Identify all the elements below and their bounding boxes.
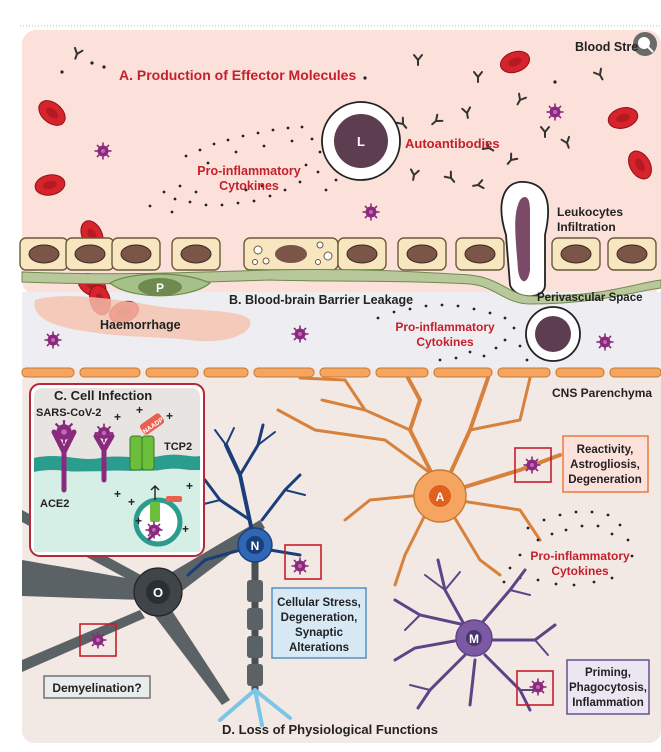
pericyte-label: P — [156, 281, 164, 295]
svg-text:+: + — [136, 403, 143, 417]
cytokines-mid-line1: Pro-inflammatory — [395, 320, 495, 334]
haemorrhage-area — [34, 296, 251, 342]
neuron-box-line3: Synaptic — [295, 627, 344, 639]
micro-box-line3: Inflammation — [572, 697, 644, 709]
cytokines-top-line1: Pro-inflammatory — [197, 164, 301, 178]
svg-text:+: + — [135, 514, 142, 528]
cytokines-top-line2: Cytokines — [219, 179, 279, 193]
astro-virus-box — [514, 447, 552, 483]
autoantibodies-label: Autoantibodies — [405, 136, 500, 151]
myelin-sheath — [247, 580, 263, 686]
neuron-virus-box — [284, 544, 322, 580]
neuron-box-line2: Degeneration, — [281, 612, 358, 624]
svg-text:+: + — [182, 522, 189, 536]
cytokines-mid-line2: Cytokines — [416, 335, 474, 349]
blood-stream-label: Blood Stre — [575, 40, 638, 54]
perivascular-label: Perivascular Space — [537, 292, 643, 304]
microglia-cell — [393, 558, 557, 712]
virus-icon — [88, 630, 108, 650]
svg-text:+: + — [114, 410, 121, 424]
astrocyte-endfeet — [21, 367, 661, 378]
astro-box-line2: Astrogliosis, — [570, 459, 640, 471]
neuron-box-line1: Cellular Stress, — [277, 597, 361, 609]
micro-box-line1: Priming, — [585, 667, 631, 679]
section-d-title: D. Loss of Physiological Functions — [222, 722, 438, 737]
section-c-title: C. Cell Infection — [54, 388, 152, 403]
neuron-effects-box — [271, 587, 367, 659]
perivascular-leukocyte — [525, 306, 581, 362]
zoom-icon[interactable] — [633, 32, 657, 56]
cytokine-dots-mid — [376, 303, 529, 362]
virus-icon — [290, 556, 310, 576]
section-a-title: A. Production of Effector Molecules — [119, 67, 356, 83]
sars-label: SARS-CoV-2 — [36, 407, 101, 419]
neuron-box-line4: Alterations — [289, 642, 349, 654]
endothelial-layer — [19, 237, 657, 271]
cell-infection-inset: NAADP — [29, 383, 205, 557]
micro-box-line2: Phagocytosis, — [569, 682, 647, 694]
demyelination-label: Demyelination? — [52, 681, 141, 695]
astrocyte-cell — [276, 376, 562, 587]
astrocyte-effects-box — [562, 435, 649, 493]
svg-text:+: + — [186, 479, 193, 493]
neuron-label: N — [251, 539, 260, 553]
demyelination-box — [43, 675, 151, 699]
astro-box-line1: Reactivity, — [577, 444, 634, 456]
oligodendrocyte-label: O — [153, 585, 163, 600]
plus-marks: + + + + + + + + — [114, 403, 193, 536]
haemorrhage-label: Haemorrhage — [100, 318, 181, 332]
microglia-effects-box — [566, 659, 650, 715]
svg-text:+: + — [114, 487, 121, 501]
micro-virus-box — [516, 670, 554, 706]
cytokines-low-line2: Cytokines — [551, 564, 609, 578]
tcp2-label: TCP2 — [164, 441, 192, 453]
leukocyte-cell: L — [321, 101, 401, 181]
svg-text:+: + — [128, 495, 135, 509]
cytokine-dots-low — [502, 510, 634, 587]
microglia-label: M — [469, 632, 479, 646]
virus-icon — [528, 677, 548, 697]
astro-box-line3: Degeneration — [568, 474, 642, 486]
leukocytes-line1: Leukocytes — [557, 205, 623, 219]
pericyte-cell: P — [108, 273, 212, 297]
cns-parenchyma-label: CNS Parenchyma — [552, 386, 652, 400]
oligo-virus-box — [79, 623, 117, 657]
section-b-title: B. Blood-brain Barrier Leakage — [229, 293, 413, 307]
leukocyte-label: L — [357, 134, 365, 149]
svg-text:+: + — [166, 409, 173, 423]
ace2-label: ACE2 — [40, 498, 69, 510]
virus-icon — [522, 455, 542, 475]
astrocyte-label: A — [436, 490, 445, 504]
cytokines-low-line1: Pro-inflammatory — [530, 549, 630, 563]
leukocytes-line2: Infiltration — [557, 220, 616, 234]
